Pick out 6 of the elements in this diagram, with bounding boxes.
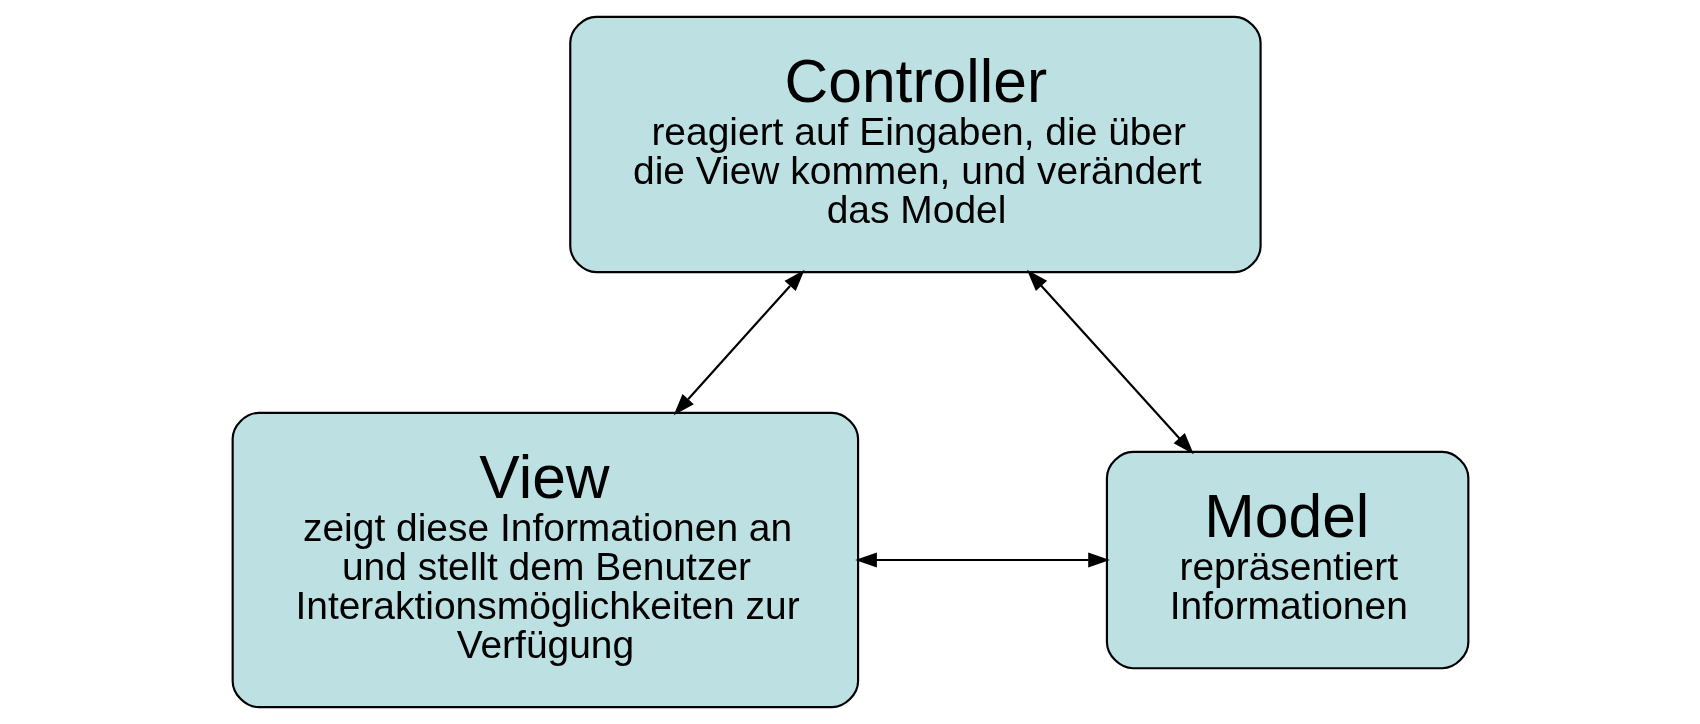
arrow bbox=[854, 552, 1110, 568]
node-box: Controller reagiert auf Eingaben, die über die View kommen, und verändert das Model bbox=[568, 15, 1262, 274]
node-box: View zeigt diese Informationen an und stellt dem Benutzer Interaktionsmöglichkeiten zur Verfügung bbox=[231, 411, 859, 709]
node-box: Model repräsentiert Informationen bbox=[1105, 450, 1469, 670]
arrow bbox=[1026, 269, 1194, 455]
arrow bbox=[673, 269, 805, 416]
